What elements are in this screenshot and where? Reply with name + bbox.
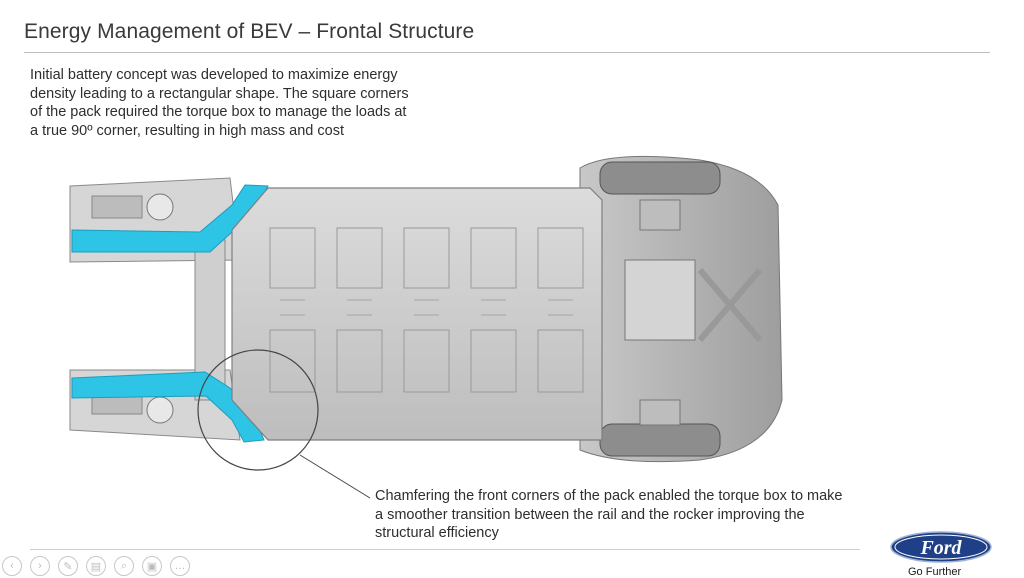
slide-title: Energy Management of BEV – Frontal Struc… [24, 20, 475, 43]
slides-icon[interactable]: ▤ [86, 556, 106, 576]
title-divider [24, 52, 990, 53]
more-icon[interactable]: … [170, 556, 190, 576]
next-icon[interactable]: › [30, 556, 50, 576]
footer-divider [30, 549, 860, 550]
ford-logo-text: Ford [919, 537, 962, 559]
brand-tagline: Go Further [908, 566, 962, 578]
callout-chamfered-pack: Chamfering the front corners of the pack… [375, 488, 843, 541]
ford-logo: Ford [888, 530, 998, 578]
previous-icon[interactable]: ‹ [2, 556, 22, 576]
callout-leader-line [299, 454, 371, 499]
subtitles-icon[interactable]: ▣ [142, 556, 162, 576]
zoom-icon[interactable]: ⌕ [114, 556, 134, 576]
pen-icon[interactable]: ✎ [58, 556, 78, 576]
rear-body-structure [579, 155, 783, 463]
callout-rectangular-pack: Initial battery concept was developed to… [30, 67, 409, 139]
battery-pack [231, 187, 603, 441]
chamfer-highlight-circle [197, 349, 319, 471]
slide-navigation-bar: ‹ › ✎ ▤ ⌕ ▣ … [2, 556, 190, 576]
